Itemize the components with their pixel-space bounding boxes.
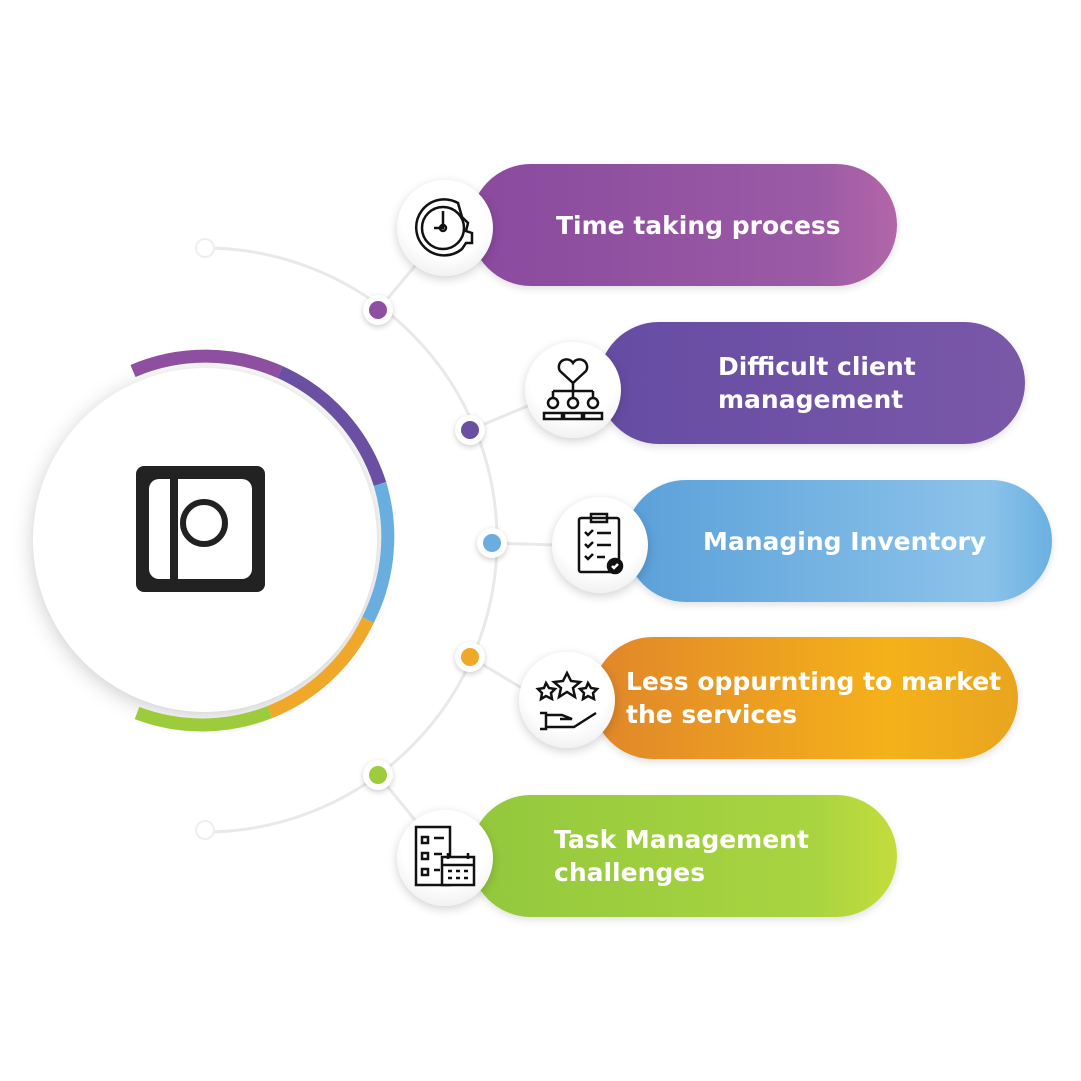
item-task-management: Task Management challenges [470, 795, 897, 917]
item-label: Managing Inventory [703, 526, 987, 556]
client-handshake-icon [525, 342, 621, 438]
item-label: Difficult client management [718, 352, 916, 414]
clipboard-checklist-icon [552, 497, 648, 593]
task-calendar-icon [397, 810, 493, 906]
stars-hand-icon [519, 652, 615, 748]
logo [136, 466, 265, 592]
timeline-dot [363, 760, 393, 790]
item-time-taking-process: Time taking process [470, 164, 897, 286]
timeline-dot [477, 528, 507, 558]
timeline-dot [455, 642, 485, 672]
timeline-dot [455, 415, 485, 445]
clock-gear-icon [397, 180, 493, 276]
item-label: Less oppurnting to market the services [626, 667, 1002, 729]
color-ring [130, 349, 395, 732]
item-label: Time taking process [556, 210, 841, 240]
item-less-opportunity-market: Less oppurnting to market the services [592, 637, 1018, 759]
item-label: Task Management challenges [554, 825, 809, 887]
item-difficult-client-management: Difficult client management [598, 322, 1025, 444]
item-managing-inventory: Managing Inventory [625, 480, 1052, 602]
timeline-dot [363, 295, 393, 325]
